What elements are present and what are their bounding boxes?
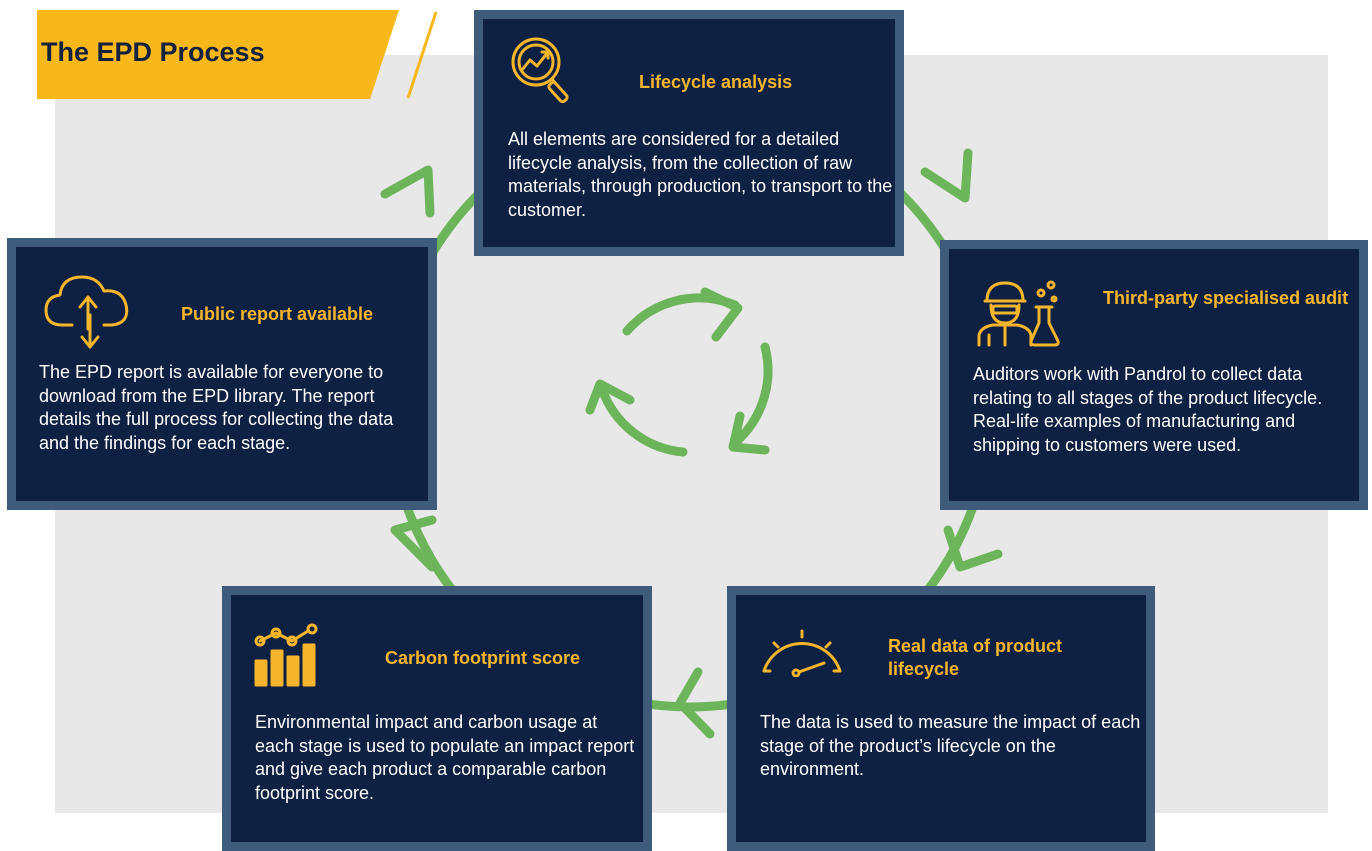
gauge-icon <box>756 623 848 682</box>
ring-arrow-upper-left <box>380 165 435 218</box>
inner-arrow-top <box>700 287 743 342</box>
title-banner <box>37 10 399 99</box>
inner-arc-left <box>597 384 688 457</box>
step-card-third-party-audit: Third-party specialised audit Auditors w… <box>940 240 1368 510</box>
ring-arrow-right <box>943 525 1003 572</box>
inner-arrow-left <box>585 379 635 415</box>
step-body: The EPD report is available for everyone… <box>39 362 394 453</box>
ring-arrow-left <box>390 515 437 572</box>
step-body: The data is used to measure the impact o… <box>760 712 1141 779</box>
step-heading: Third-party specialised audit <box>1103 288 1349 308</box>
step-heading: Real data of product lifecycle <box>888 636 1063 679</box>
step-heading: Public report available <box>181 304 374 324</box>
bar-chart-icon <box>254 619 334 694</box>
magnifier-chart-icon <box>510 34 572 109</box>
ring-arrow-upper-right <box>920 148 973 203</box>
step-card-real-data: Real data of product lifecycle The data … <box>727 586 1155 851</box>
step-body: Auditors work with Pandrol to collect da… <box>973 364 1323 455</box>
step-card-public-report: Public report available The EPD report i… <box>7 238 437 510</box>
step-card-carbon-footprint: Carbon footprint score Environmental imp… <box>222 586 652 851</box>
scientist-icon <box>975 279 1063 352</box>
step-heading: Carbon footprint score <box>385 648 581 668</box>
cloud-transfer-icon <box>42 267 142 362</box>
step-body: Environmental impact and carbon usage at… <box>255 712 635 803</box>
ring-arrow-bottom <box>675 667 715 739</box>
step-heading: Lifecycle analysis <box>639 72 793 92</box>
inner-arrow-right <box>728 411 770 455</box>
page-title: The EPD Process <box>41 37 265 67</box>
step-body: All elements are considered for a detail… <box>508 129 893 220</box>
inner-arc-right <box>733 342 773 445</box>
step-card-lifecycle-analysis: Lifecycle analysis All elements are cons… <box>474 10 904 256</box>
